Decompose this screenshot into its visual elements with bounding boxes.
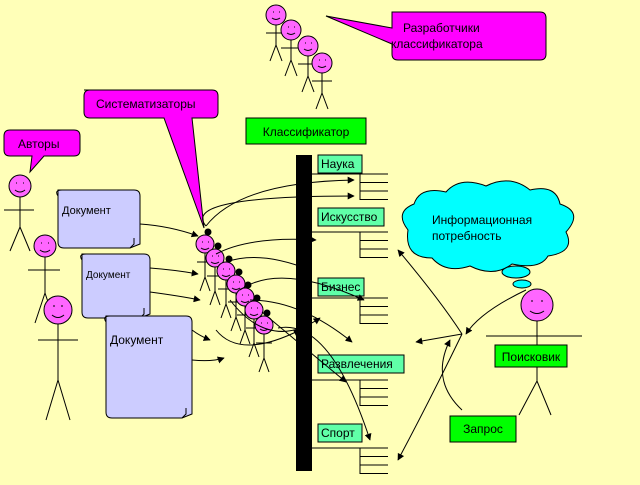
query-arrows	[397, 249, 527, 461]
category-item: Развлечения	[312, 354, 405, 406]
document-arrows	[139, 223, 225, 364]
documents: Документ Документ Документ	[56, 189, 193, 419]
category-box	[317, 154, 363, 174]
information-need-cloud: Информационная потребность	[401, 180, 575, 289]
classifier-label: Классификатор	[263, 125, 350, 139]
category-item: Искусство	[312, 207, 388, 258]
category-box	[317, 207, 385, 227]
searcher-label-box: Поисковик	[494, 344, 568, 368]
category-tree	[312, 379, 388, 406]
document-title: Документ	[62, 205, 111, 217]
category-tree	[312, 173, 388, 200]
systematizers-callout-label: Систематизаторы	[96, 97, 196, 111]
classifier-bar	[296, 155, 312, 471]
author-figure	[4, 174, 34, 252]
systematizer-figure	[195, 228, 215, 292]
developers-callout-line: Разработчики	[403, 21, 480, 35]
classification-arrows	[202, 176, 372, 441]
category-box	[317, 423, 363, 443]
authors-callout-label: Авторы	[18, 137, 59, 151]
developer-figures	[265, 4, 333, 110]
category-label: Наука	[321, 157, 355, 171]
author-figure	[28, 234, 60, 324]
category-tree	[312, 297, 388, 324]
author-figure	[38, 295, 78, 421]
category-item: Бизнес	[312, 277, 388, 324]
authors-callout: Авторы	[3, 129, 81, 174]
systematizer-figure	[205, 242, 225, 306]
systematizer-figure	[244, 294, 264, 358]
developer-figure	[280, 19, 302, 77]
systematizer-figure	[235, 281, 255, 345]
category-label: Искусство	[321, 210, 378, 224]
document: Документ	[56, 189, 141, 249]
systematizer-figure	[226, 268, 246, 332]
category-tree	[312, 231, 388, 258]
developer-figure	[265, 4, 287, 62]
classifier-label-box: Классификатор	[245, 117, 367, 145]
information-need-line: Информационная	[432, 213, 532, 227]
document-title: Документ	[110, 333, 164, 347]
systematizer-figures	[195, 228, 274, 373]
category-tree	[312, 447, 388, 474]
developer-figure	[311, 52, 333, 110]
document: Документ	[104, 315, 193, 419]
developer-figure	[297, 35, 319, 93]
category-label: Развлечения	[321, 357, 393, 371]
searcher-label: Поисковик	[502, 350, 561, 364]
systematizers-callout: Систематизаторы	[83, 89, 219, 229]
query-label: Запрос	[463, 422, 503, 436]
information-need-line: потребность	[432, 229, 502, 243]
developers-callout: Разработчики классификатора	[325, 11, 547, 61]
category-box	[317, 277, 365, 297]
category-item: Спорт	[312, 423, 388, 474]
category-label: Бизнес	[321, 280, 360, 294]
query-label-box: Запрос	[449, 415, 517, 443]
category-item: Наука	[312, 154, 388, 200]
document-title: Документ	[86, 270, 131, 281]
author-figures	[4, 174, 78, 421]
category-label: Спорт	[321, 426, 355, 440]
developers-callout-line: классификатора	[391, 37, 483, 51]
document: Документ	[80, 253, 151, 319]
